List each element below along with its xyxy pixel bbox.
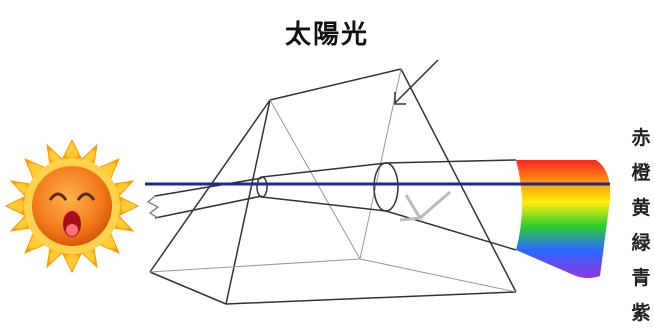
- label-blue: 青: [628, 261, 654, 296]
- label-purple: 紫: [628, 296, 654, 331]
- arrow-icon: [395, 60, 438, 104]
- spectrum-labels: 赤 橙 黄 緑 青 紫: [628, 121, 654, 331]
- label-orange: 橙: [628, 156, 654, 191]
- spectrum-band: [516, 160, 610, 278]
- sun-icon: [6, 140, 138, 272]
- label-green: 緑: [628, 226, 654, 261]
- prism-illustration: [0, 0, 654, 324]
- label-red: 赤: [628, 121, 654, 156]
- label-yellow: 黄: [628, 191, 654, 226]
- light-tube: [148, 160, 516, 250]
- prism-diagram: 太陽光: [0, 0, 654, 324]
- prism: [150, 69, 516, 304]
